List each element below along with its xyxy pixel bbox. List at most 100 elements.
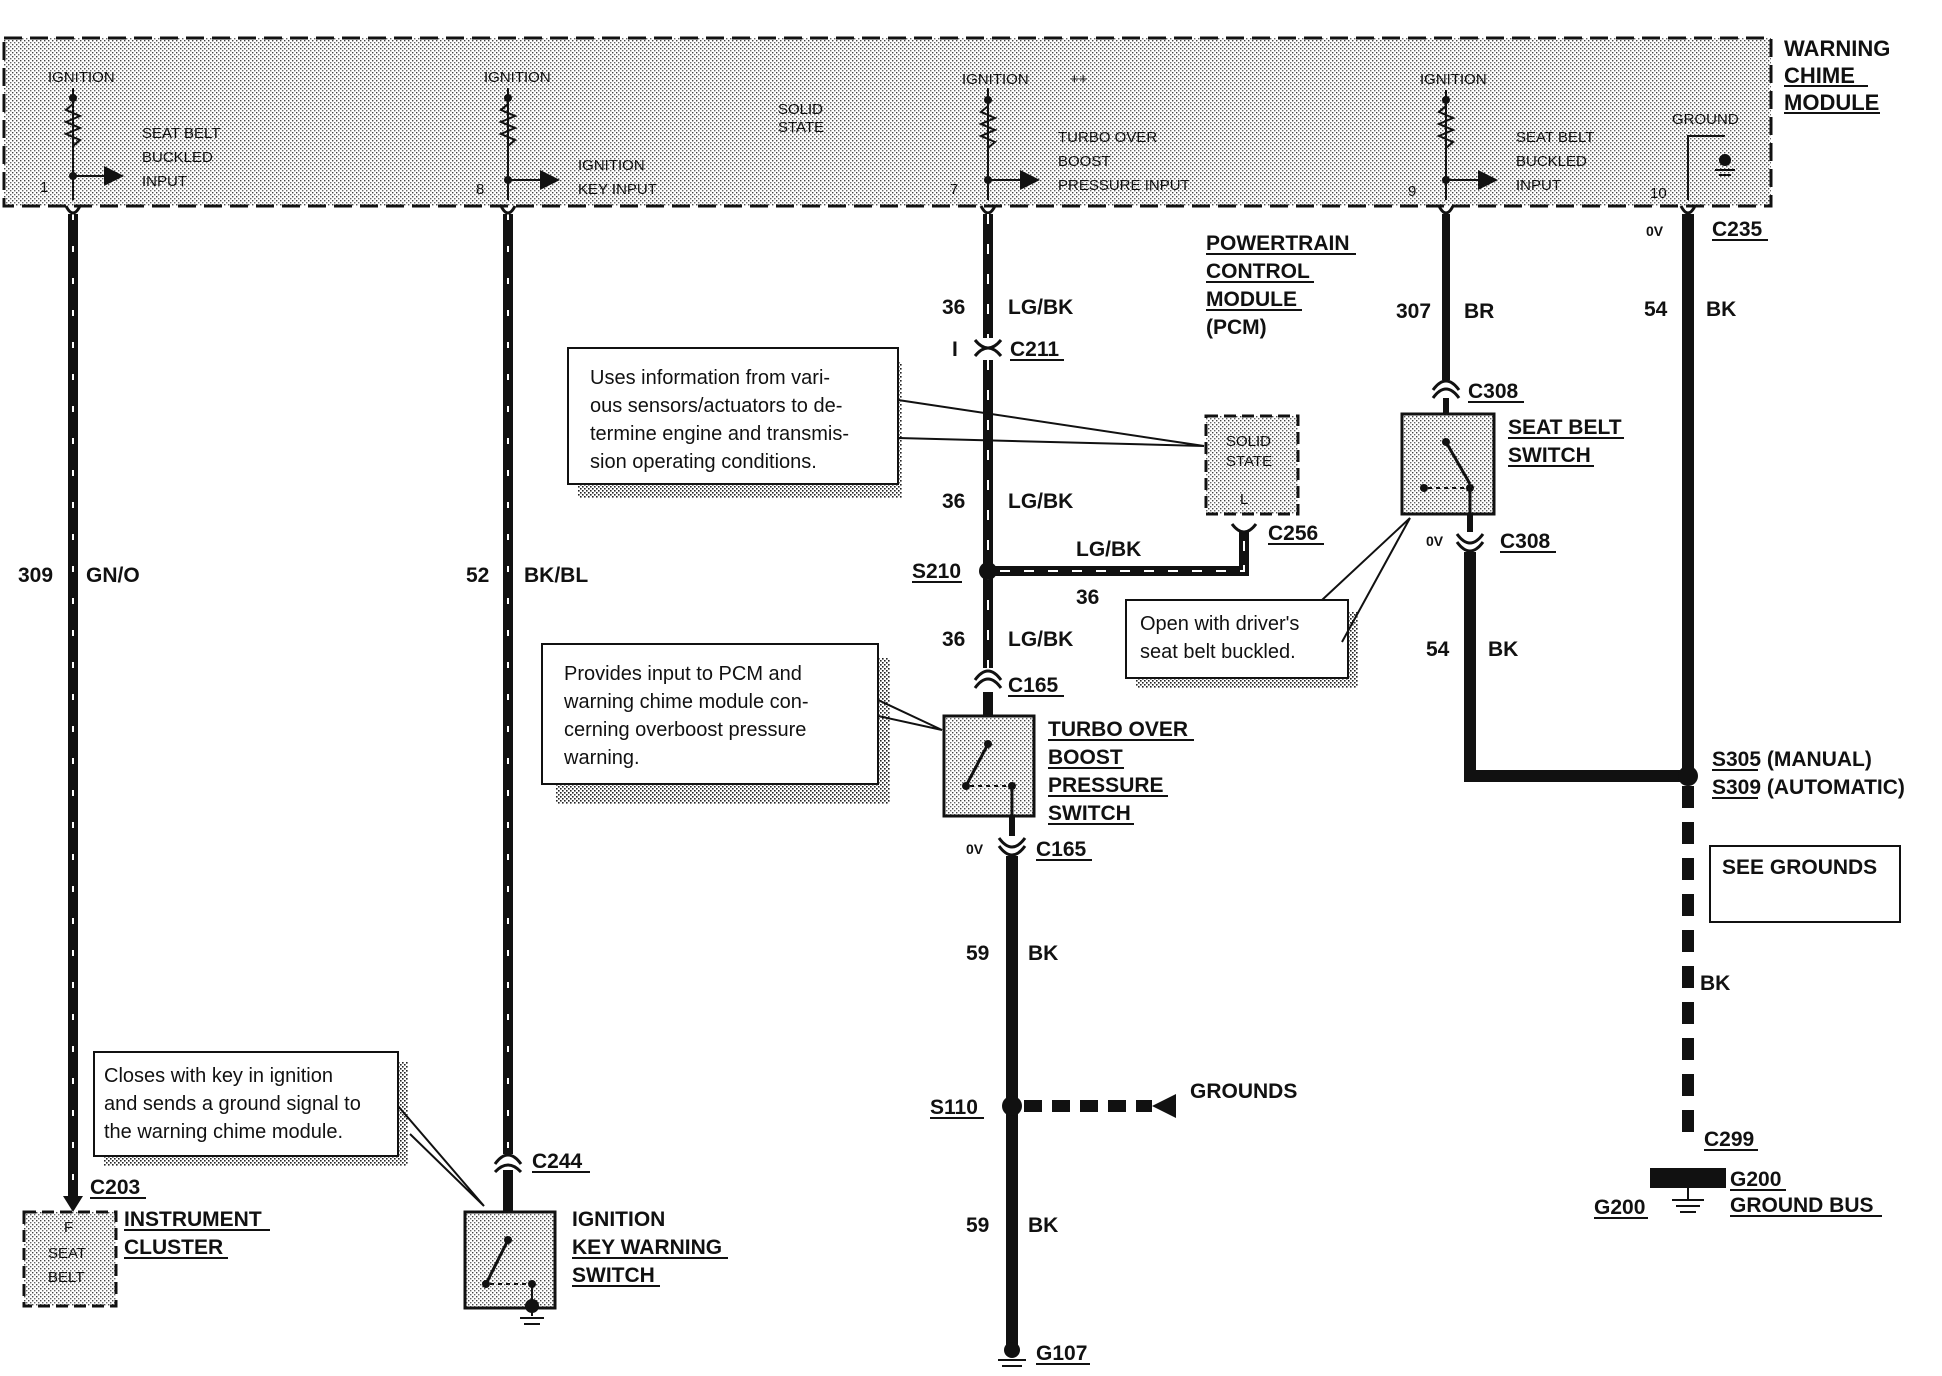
svg-text:PRESSURE: PRESSURE	[1048, 774, 1164, 797]
ignition-label-1: IGNITION	[48, 69, 115, 86]
splice-s210: S210 LG/BK 36	[912, 532, 1249, 609]
turbo-note: Provides input to PCM and warning chime …	[541, 643, 943, 804]
module-title-1: WARNING	[1784, 36, 1890, 61]
svg-text:0V: 0V	[966, 841, 984, 857]
pin-7-label: 7	[950, 181, 958, 198]
svg-text:I: I	[952, 338, 958, 361]
svg-text:INPUT: INPUT	[1516, 177, 1561, 194]
svg-text:LG/BK: LG/BK	[1076, 538, 1141, 561]
svg-text:CLUSTER: CLUSTER	[124, 1236, 223, 1259]
svg-text:F: F	[64, 1219, 73, 1236]
svg-text:SEAT BELT: SEAT BELT	[1516, 129, 1594, 146]
svg-text:ous sensors/actuators to de-: ous sensors/actuators to de-	[590, 395, 842, 417]
svg-text:C165: C165	[1008, 674, 1059, 697]
svg-text:0V: 0V	[1646, 223, 1664, 239]
wire-309-color: GN/O	[86, 564, 140, 587]
svg-text:C244: C244	[532, 1150, 583, 1173]
connector-c235: C235	[1712, 218, 1763, 241]
instrument-cluster: C203 F SEAT BELT INSTRUMENT CLUSTER	[22, 1176, 270, 1308]
svg-text:CONTROL: CONTROL	[1206, 260, 1310, 283]
ground-g107: G107	[998, 1342, 1090, 1367]
svg-text:SWITCH: SWITCH	[1508, 444, 1591, 467]
svg-text:C308: C308	[1468, 380, 1519, 403]
pin-9-label: 9	[1408, 183, 1416, 200]
svg-text:54: 54	[1426, 638, 1450, 661]
wire-307: 307 BR	[1396, 205, 1494, 380]
svg-text:LG/BK: LG/BK	[1008, 490, 1073, 513]
svg-text:L: L	[1240, 491, 1248, 508]
svg-text:C211: C211	[1010, 338, 1059, 361]
ground-g200: C299 G200 G200 GROUND BUS	[1594, 1128, 1882, 1219]
svg-text:Uses information from vari-: Uses information from vari-	[590, 367, 830, 389]
svg-text:++: ++	[1070, 71, 1088, 88]
svg-text:G200: G200	[1730, 1168, 1781, 1191]
svg-text:59: 59	[966, 942, 989, 965]
svg-text:BK: BK	[1700, 972, 1730, 995]
pcm-note: Uses information from vari- ous sensors/…	[567, 347, 1205, 498]
svg-text:G200: G200	[1594, 1196, 1645, 1219]
pin-8-label: 8	[476, 181, 484, 198]
svg-text:Provides input to PCM and: Provides input to PCM and	[564, 663, 802, 685]
svg-text:TURBO OVER: TURBO OVER	[1048, 718, 1188, 741]
svg-text:G107: G107	[1036, 1342, 1087, 1365]
svg-text:BK: BK	[1706, 298, 1736, 321]
seat-belt-switch: SEAT BELT SWITCH	[1400, 412, 1624, 516]
wire-52-num: 52	[466, 564, 489, 587]
svg-text:36: 36	[942, 628, 965, 651]
wire-309-num: 309	[18, 564, 53, 587]
svg-text:Open with driver's: Open with driver's	[1140, 613, 1299, 635]
svg-text:54: 54	[1644, 298, 1668, 321]
svg-text:warning.: warning.	[563, 747, 640, 769]
seatbelt-note: Open with driver's seat belt buckled.	[1125, 517, 1411, 688]
pin-10-label: 10	[1650, 185, 1667, 202]
svg-text:36: 36	[942, 490, 965, 513]
connector-c308-top: C308	[1431, 379, 1524, 414]
wire-59: 0V C165 59 BK 59 BK	[966, 816, 1092, 1346]
splice-s305-s309: S305 (MANUAL) S309 (AUTOMATIC)	[1678, 748, 1905, 799]
module-solid-state-2: STATE	[778, 119, 824, 136]
svg-text:seat belt buckled.: seat belt buckled.	[1140, 641, 1296, 663]
svg-text:LG/BK: LG/BK	[1008, 296, 1073, 319]
svg-text:S210: S210	[912, 560, 961, 583]
connector-c308-bottom: 0V C308	[1426, 514, 1556, 553]
wire-52-color: BK/BL	[524, 564, 588, 587]
module-input-pin7: 7 TURBO OVER BOOST PRESSURE INPUT	[950, 88, 1190, 200]
svg-text:INSTRUMENT: INSTRUMENT	[124, 1208, 262, 1231]
wire-54-lower: 54 BK	[1426, 552, 1684, 782]
connector-c165-top: C165	[973, 669, 1064, 697]
wire-54: 0V C235 54 BK BK	[1644, 205, 1768, 1146]
ignition-key-warning-switch: IGNITION KEY WARNING SWITCH	[463, 1208, 728, 1325]
svg-text:warning chime module con-: warning chime module con-	[563, 691, 809, 713]
svg-text:SOLID: SOLID	[1226, 433, 1271, 450]
splice-s110: S110 GROUNDS	[930, 1080, 1297, 1119]
ignition-label-3: IGNITION	[962, 71, 1029, 88]
svg-text:KEY WARNING: KEY WARNING	[572, 1236, 722, 1259]
svg-text:GROUND BUS: GROUND BUS	[1730, 1194, 1874, 1217]
module-ground-label: GROUND	[1672, 111, 1739, 128]
svg-text:MODULE: MODULE	[1206, 288, 1297, 311]
module-input-pin8: 8 IGNITION KEY INPUT	[476, 88, 657, 200]
connector-c203: C203	[90, 1176, 140, 1199]
svg-text:36: 36	[942, 296, 965, 319]
see-grounds-box[interactable]: SEE GROUNDS	[1709, 845, 1901, 923]
svg-text:sion operating conditions.: sion operating conditions.	[590, 451, 817, 473]
svg-text:BOOST: BOOST	[1058, 153, 1111, 170]
module-ground-pin10: 10	[1650, 135, 1735, 202]
pcm: POWERTRAIN CONTROL MODULE (PCM) SOLID ST…	[1204, 232, 1356, 516]
module-title-2: CHIME	[1784, 63, 1855, 88]
connector-c244: C244	[493, 1150, 590, 1174]
wire-36: 36 LG/BK 36 LG/BK 36 LG/BK	[942, 205, 1073, 716]
svg-text:36: 36	[1076, 586, 1099, 609]
svg-text:IGNITION: IGNITION	[578, 157, 645, 174]
svg-text:BK: BK	[1028, 1214, 1058, 1237]
svg-text:S305 (MANUAL): S305 (MANUAL)	[1712, 748, 1872, 771]
svg-text:59: 59	[966, 1214, 989, 1237]
svg-text:BOOST: BOOST	[1048, 746, 1123, 769]
svg-text:POWERTRAIN: POWERTRAIN	[1206, 232, 1350, 255]
svg-text:PRESSURE INPUT: PRESSURE INPUT	[1058, 177, 1190, 194]
svg-text:TURBO OVER: TURBO OVER	[1058, 129, 1157, 146]
wire-309: 309 GN/O	[18, 205, 140, 1212]
svg-text:307: 307	[1396, 300, 1431, 323]
pin-1-label: 1	[40, 179, 48, 196]
